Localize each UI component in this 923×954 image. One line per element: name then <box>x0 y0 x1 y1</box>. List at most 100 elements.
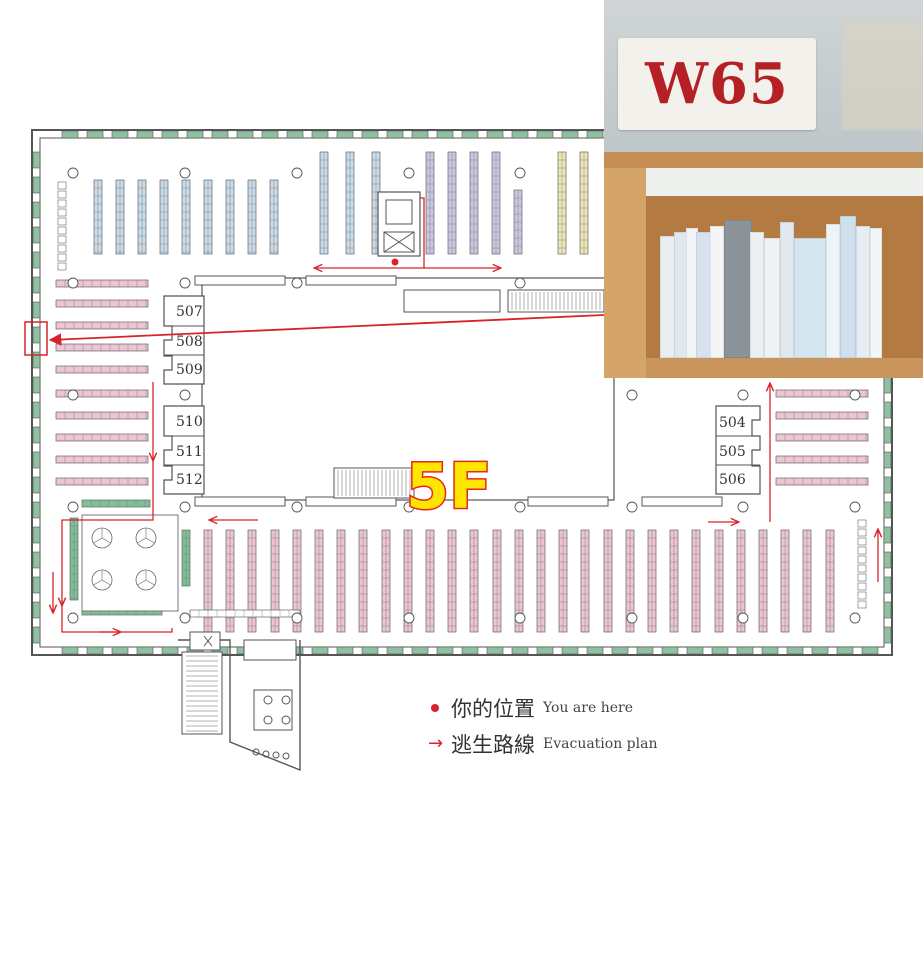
shelf <box>55 321 149 330</box>
wall-block <box>561 646 579 655</box>
wall-block <box>211 130 229 139</box>
shelf <box>580 529 590 633</box>
book <box>764 238 780 358</box>
shelf <box>536 529 546 633</box>
shelf <box>557 151 567 255</box>
wall-block <box>32 501 41 519</box>
column <box>849 389 861 401</box>
shelf-sign: W65 <box>618 38 816 130</box>
carrel <box>857 555 867 564</box>
column <box>67 501 79 513</box>
wall-block <box>61 646 79 655</box>
wall-block <box>32 201 41 219</box>
shelf <box>758 529 768 633</box>
room-506: 506 <box>719 472 746 488</box>
carrel <box>857 573 867 582</box>
wall-block <box>32 326 41 344</box>
column <box>626 389 638 401</box>
wall-block <box>32 176 41 194</box>
shelf <box>137 179 147 255</box>
shelf <box>69 517 79 601</box>
column <box>67 612 79 624</box>
legend-location-en: You are here <box>543 700 633 716</box>
wall-block <box>786 646 804 655</box>
room-512: 512 <box>176 472 203 488</box>
round-table <box>91 527 113 549</box>
wall-block <box>411 646 429 655</box>
wall-block <box>86 130 104 139</box>
room-505: 505 <box>719 444 746 460</box>
shelf <box>775 389 869 398</box>
carrel <box>57 217 67 226</box>
book <box>794 238 826 358</box>
you-are-here-dot <box>391 258 399 266</box>
wall-block <box>661 646 679 655</box>
shelf <box>691 529 701 633</box>
shelf <box>115 179 125 255</box>
column <box>403 501 415 513</box>
carrel <box>857 564 867 573</box>
wall-block <box>32 401 41 419</box>
floor-label: 5F <box>406 450 492 523</box>
wall-block <box>883 476 892 494</box>
wall-block <box>311 646 329 655</box>
room-510: 510 <box>176 414 203 430</box>
wall-block <box>32 301 41 319</box>
legend-location: 你的位置 You are here <box>428 690 728 726</box>
shelf <box>491 151 501 255</box>
shelf <box>247 179 257 255</box>
shelf <box>625 529 635 633</box>
carrel <box>57 226 67 235</box>
column <box>179 277 191 289</box>
shelf <box>775 411 869 420</box>
column <box>179 389 191 401</box>
shelf <box>55 455 149 464</box>
shelf <box>319 151 329 255</box>
column <box>737 612 749 624</box>
wall-block <box>836 646 854 655</box>
carrel <box>857 519 867 528</box>
wall-block <box>161 646 179 655</box>
shelf <box>93 179 103 255</box>
shelf <box>55 389 149 398</box>
wall-block <box>86 646 104 655</box>
wall-block <box>32 526 41 544</box>
carrel <box>57 199 67 208</box>
bookshelves <box>55 151 869 633</box>
column <box>291 277 303 289</box>
legend-route-en: Evacuation plan <box>543 736 658 752</box>
carrel <box>857 528 867 537</box>
legend-route-zh: 逃生路線 <box>451 733 535 757</box>
room-508: 508 <box>176 334 203 350</box>
column <box>849 501 861 513</box>
shelf <box>447 529 457 633</box>
shelf <box>825 529 835 633</box>
shelf <box>55 343 149 352</box>
column <box>179 167 191 179</box>
shelf-sign-text: W65 <box>645 51 789 117</box>
shelf <box>55 433 149 442</box>
shelf <box>469 529 479 633</box>
evacuation-routes <box>53 197 878 632</box>
wall-block <box>161 130 179 139</box>
shelf <box>225 179 235 255</box>
shelf <box>447 151 457 255</box>
wall-block <box>186 130 204 139</box>
column <box>403 167 415 179</box>
column <box>291 167 303 179</box>
wall-block <box>32 626 41 644</box>
shelf <box>55 365 149 374</box>
wall-block <box>536 646 554 655</box>
room-509: 509 <box>176 362 203 378</box>
book <box>870 228 882 358</box>
wall-block <box>32 351 41 369</box>
wall-block <box>32 376 41 394</box>
shelf <box>381 529 391 633</box>
wall-block <box>586 130 604 139</box>
column <box>67 167 79 179</box>
wall-block <box>883 401 892 419</box>
shelf <box>269 179 279 255</box>
carrel <box>857 537 867 546</box>
shelf <box>775 477 869 486</box>
carrel <box>857 600 867 609</box>
